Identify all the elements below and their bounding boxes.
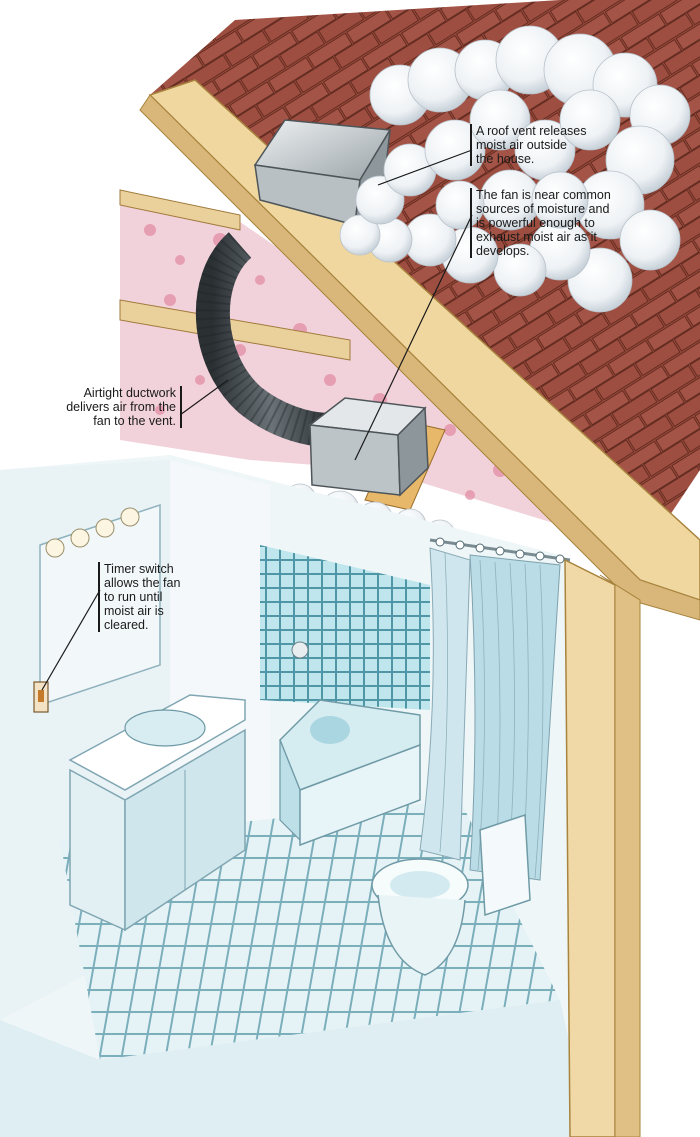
callout-timer-line: cleared. xyxy=(104,618,149,632)
vanity-cabinet xyxy=(68,694,246,932)
callout-ductwork-line: fan to the vent. xyxy=(93,414,176,428)
callout-fan-line: The fan is near common xyxy=(476,188,611,202)
callout-ductwork-line: Airtight ductwork xyxy=(83,386,176,400)
rafter-beam xyxy=(139,79,700,621)
roof-vent xyxy=(253,119,392,226)
bathtub xyxy=(279,641,421,847)
callout-fan: The fan is near common sources of moistu… xyxy=(470,188,651,258)
flexible-duct xyxy=(195,232,331,447)
toilet xyxy=(371,813,531,976)
vanity-mirror xyxy=(39,503,161,707)
callout-ductwork: Airtight ductwork delivers air from the … xyxy=(40,386,182,428)
callout-fan-line: exhaust moist air as it xyxy=(476,230,597,244)
leader-lines xyxy=(41,149,473,691)
callout-roof-vent-line: A roof vent releases xyxy=(476,124,587,138)
callout-ductwork-line: delivers air from the xyxy=(66,400,176,414)
callout-roof-vent-line: the house. xyxy=(476,152,535,166)
callout-fan-line: develops. xyxy=(476,244,530,258)
callout-timer-line: Timer switch xyxy=(104,562,174,576)
wall-framing xyxy=(564,558,641,1137)
callout-timer-switch: Timer switch allows the fan to run until… xyxy=(98,562,204,632)
exhaust-fan-housing xyxy=(308,397,429,497)
callout-timer-line: allows the fan xyxy=(104,576,181,590)
shower-curtain xyxy=(419,537,571,881)
timer-switch xyxy=(33,681,49,713)
callout-fan-line: sources of moisture and xyxy=(476,202,610,216)
callout-timer-line: moist air is xyxy=(104,604,164,618)
callout-fan-line: is powerful enough to xyxy=(476,216,595,230)
callout-roof-vent: A roof vent releases moist air outside t… xyxy=(470,124,651,166)
callout-timer-line: to run until xyxy=(104,590,163,604)
callout-roof-vent-line: moist air outside xyxy=(476,138,568,152)
